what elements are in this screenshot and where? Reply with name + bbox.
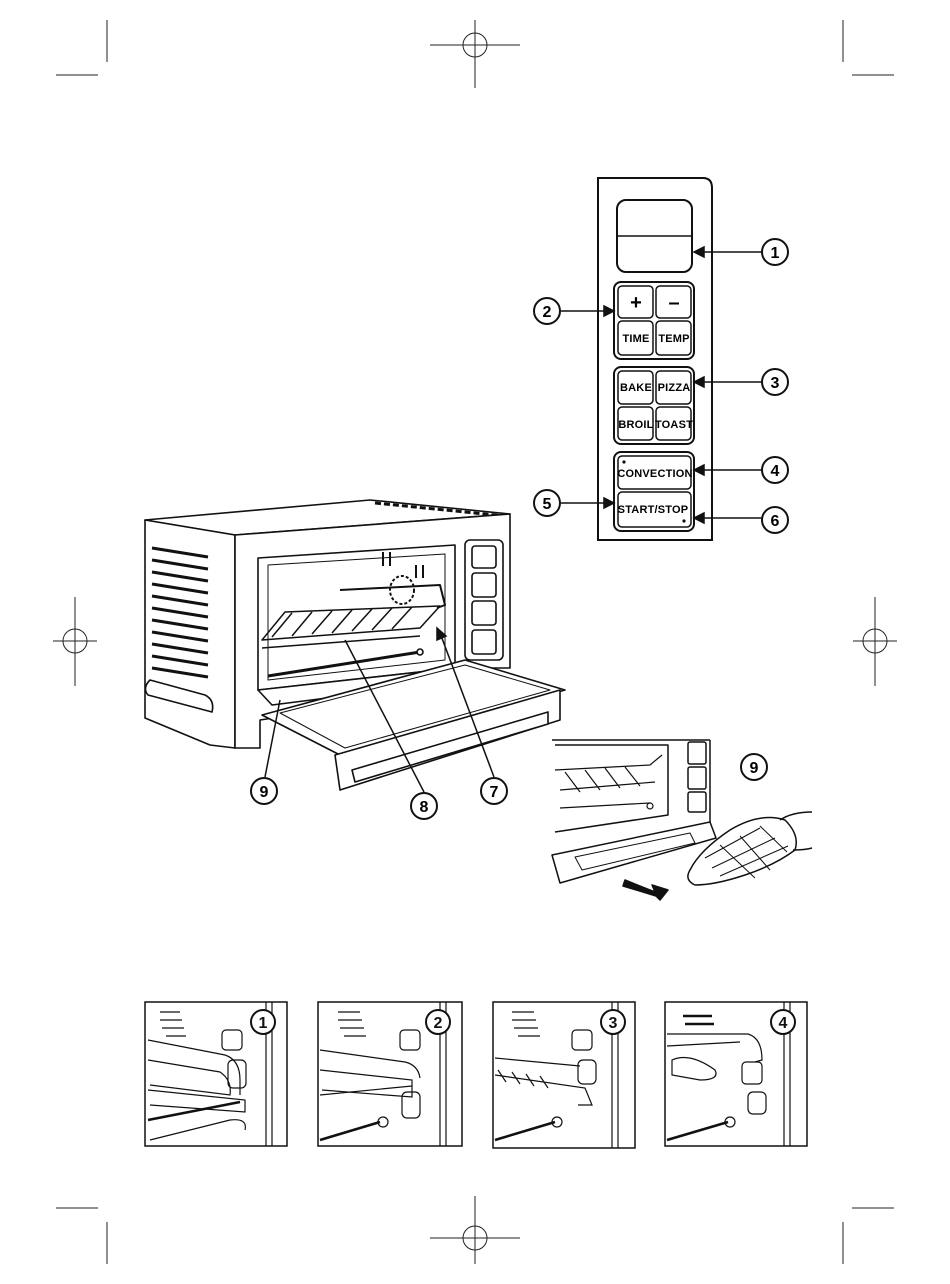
callout-9-inset-label: 9 (750, 760, 759, 777)
callout-6: 6 (762, 507, 788, 533)
time-label: TIME (622, 333, 649, 345)
rack-position-2-label: 2 (434, 1015, 443, 1032)
convection-button[interactable]: CONVECTION (617, 456, 692, 489)
callout-8-label: 8 (420, 799, 429, 816)
callout-7: 7 (481, 778, 507, 804)
bake-label: BAKE (620, 382, 652, 394)
crumb-tray-inset (552, 740, 812, 900)
callout-1: 1 (762, 239, 788, 265)
rack-position-1-label: 1 (259, 1015, 268, 1032)
callout-4-label: 4 (771, 463, 780, 480)
toast-label: TOAST (655, 419, 693, 431)
registration-mark-left (53, 597, 97, 686)
plus-button[interactable]: + (618, 286, 653, 318)
callout-8: 8 (411, 793, 437, 819)
callout-3: 3 (762, 369, 788, 395)
callout-9-label: 9 (260, 784, 269, 801)
broil-button[interactable]: BROIL (618, 407, 654, 440)
start-stop-label: START/STOP (618, 504, 689, 516)
plus-label: + (630, 292, 642, 314)
bake-button[interactable]: BAKE (618, 371, 653, 404)
time-button[interactable]: TIME (618, 321, 653, 355)
start-stop-button[interactable]: START/STOP (618, 492, 691, 527)
temp-label: TEMP (658, 333, 689, 345)
callout-5: 5 (534, 490, 560, 516)
registration-mark-bottom (430, 1196, 520, 1264)
minus-button[interactable]: – (656, 286, 691, 318)
start-indicator-light (682, 519, 685, 522)
registration-mark-right (853, 597, 897, 686)
callout-2: 2 (534, 298, 560, 324)
oven-illustration (145, 500, 565, 790)
callout-9: 9 (251, 778, 277, 804)
pizza-button[interactable]: PIZZA (656, 371, 691, 404)
toast-button[interactable]: TOAST (655, 407, 693, 440)
callout-5-label: 5 (543, 496, 552, 513)
convection-label: CONVECTION (617, 468, 692, 480)
callout-9-inset: 9 (741, 754, 767, 780)
callout-3-label: 3 (771, 375, 780, 392)
temp-button[interactable]: TEMP (656, 321, 691, 355)
callout-7-label: 7 (490, 784, 499, 801)
rack-position-3-label: 3 (609, 1015, 618, 1032)
callout-1-label: 1 (771, 245, 780, 262)
broil-label: BROIL (618, 419, 653, 431)
callout-2-label: 2 (543, 304, 552, 321)
pizza-label: PIZZA (658, 382, 691, 394)
rack-position-4-label: 4 (779, 1015, 788, 1032)
callout-6-label: 6 (771, 513, 780, 530)
control-panel: + – TIME TEMP BAKE PIZZA BROIL (598, 178, 712, 540)
callout-4: 4 (762, 457, 788, 483)
rack-position-4: 4 (665, 1002, 807, 1146)
rack-position-3: 3 (493, 1002, 635, 1148)
rack-position-1: 1 (145, 1002, 287, 1146)
rack-position-2: 2 (318, 1002, 462, 1146)
minus-label: – (668, 292, 679, 314)
registration-mark-top (430, 20, 520, 88)
convection-indicator-light (622, 460, 625, 463)
